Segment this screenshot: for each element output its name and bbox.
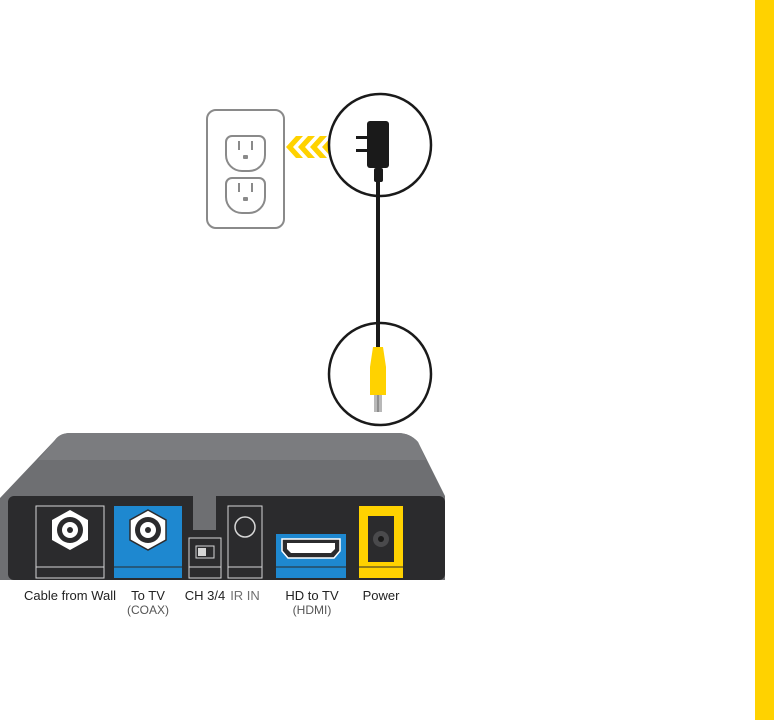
port-power xyxy=(359,506,403,578)
accent-side-band xyxy=(755,0,774,720)
port-label-main: To TV xyxy=(131,588,165,603)
power-plug-icon xyxy=(327,92,433,198)
port-label-main: HD to TV xyxy=(285,588,339,603)
label-power: Power xyxy=(352,588,410,603)
coax-connector-icon xyxy=(129,509,167,551)
label-cable-from-wall: Cable from Wall xyxy=(22,588,118,603)
outlet-socket-top xyxy=(225,135,266,172)
port-label-main: CH 3/4 xyxy=(184,588,226,603)
port-ir-in xyxy=(227,505,263,579)
port-to-tv-coax xyxy=(114,506,182,578)
hdmi-port-icon xyxy=(281,538,341,559)
port-hd-to-tv-hdmi xyxy=(276,534,346,578)
port-label-main: Cable from Wall xyxy=(24,588,116,603)
port-ch-3-4-switch xyxy=(188,537,222,579)
outlet-socket-bottom xyxy=(225,177,266,214)
port-label-sub: (HDMI) xyxy=(292,603,332,617)
label-ch-3-4: CH 3/4 xyxy=(180,588,230,603)
label-to-tv: To TV (COAX) xyxy=(112,588,184,618)
barrel-connector-icon xyxy=(327,321,433,427)
port-label-main: Power xyxy=(362,588,400,603)
label-ir-in: IR IN xyxy=(222,588,268,603)
port-label-sub: (COAX) xyxy=(127,603,169,617)
port-cable-from-wall xyxy=(35,505,105,579)
wall-outlet-icon xyxy=(206,109,285,229)
coax-connector-icon xyxy=(52,510,88,550)
port-label-main: IR IN xyxy=(230,588,260,603)
set-top-box xyxy=(0,433,445,580)
label-hd-to-tv: HD to TV (HDMI) xyxy=(272,588,352,618)
